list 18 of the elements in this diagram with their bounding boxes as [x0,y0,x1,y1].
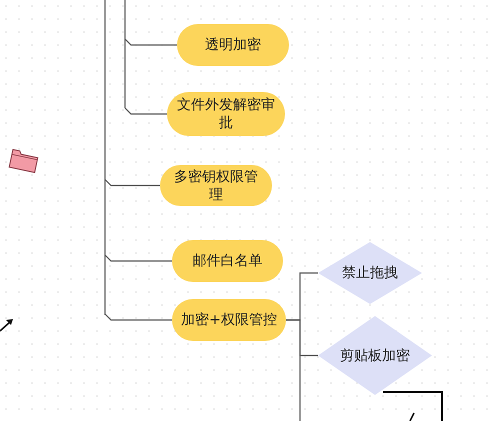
connector-line [104,254,172,262]
node-label: 文件外发解密审批 [176,96,276,132]
topic-pill [172,240,283,282]
connector-line [104,314,172,321]
node-label: 透明加密 [205,36,261,54]
connector-line [124,108,167,115]
topic-pill [167,92,285,136]
connector-line [104,179,160,186]
topic-pill [177,24,289,66]
connector-line [124,38,177,46]
topic-pill [160,165,272,206]
node-label: 多密钥权限管理 [173,168,259,204]
connector-line [286,319,301,421]
node-label: 邮件白名单 [192,252,262,270]
node-label: 禁止拖拽 [342,264,398,282]
topic-pill [172,299,286,341]
node-label: 剪贴板加密 [340,346,410,364]
node-label: 加密+权限管控 [181,311,277,329]
